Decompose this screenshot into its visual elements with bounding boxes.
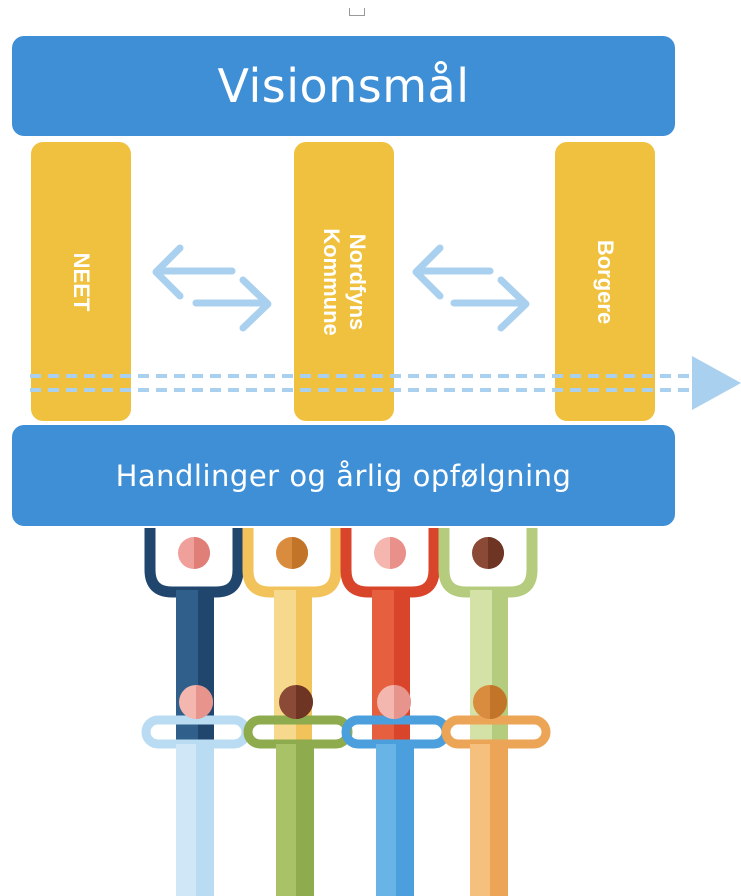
corner-mark xyxy=(349,8,365,16)
dashed-arrow-right-icon xyxy=(30,356,741,410)
actions-banner: Handlinger og årlig opfølgning xyxy=(12,425,675,526)
actions-title: Handlinger og årlig opfølgning xyxy=(115,458,572,493)
person-blue xyxy=(341,685,451,896)
pillar-neet: NEET xyxy=(31,142,131,421)
double-arrow-icon xyxy=(412,244,530,332)
vision-title: Visionsmål xyxy=(217,59,470,113)
people-group-illustration xyxy=(141,528,551,896)
person-olive-green xyxy=(243,685,353,896)
person-light-blue xyxy=(141,685,251,896)
person-orange xyxy=(441,685,551,896)
double-arrow-icon xyxy=(152,244,272,332)
vision-banner: Visionsmål xyxy=(12,36,675,136)
